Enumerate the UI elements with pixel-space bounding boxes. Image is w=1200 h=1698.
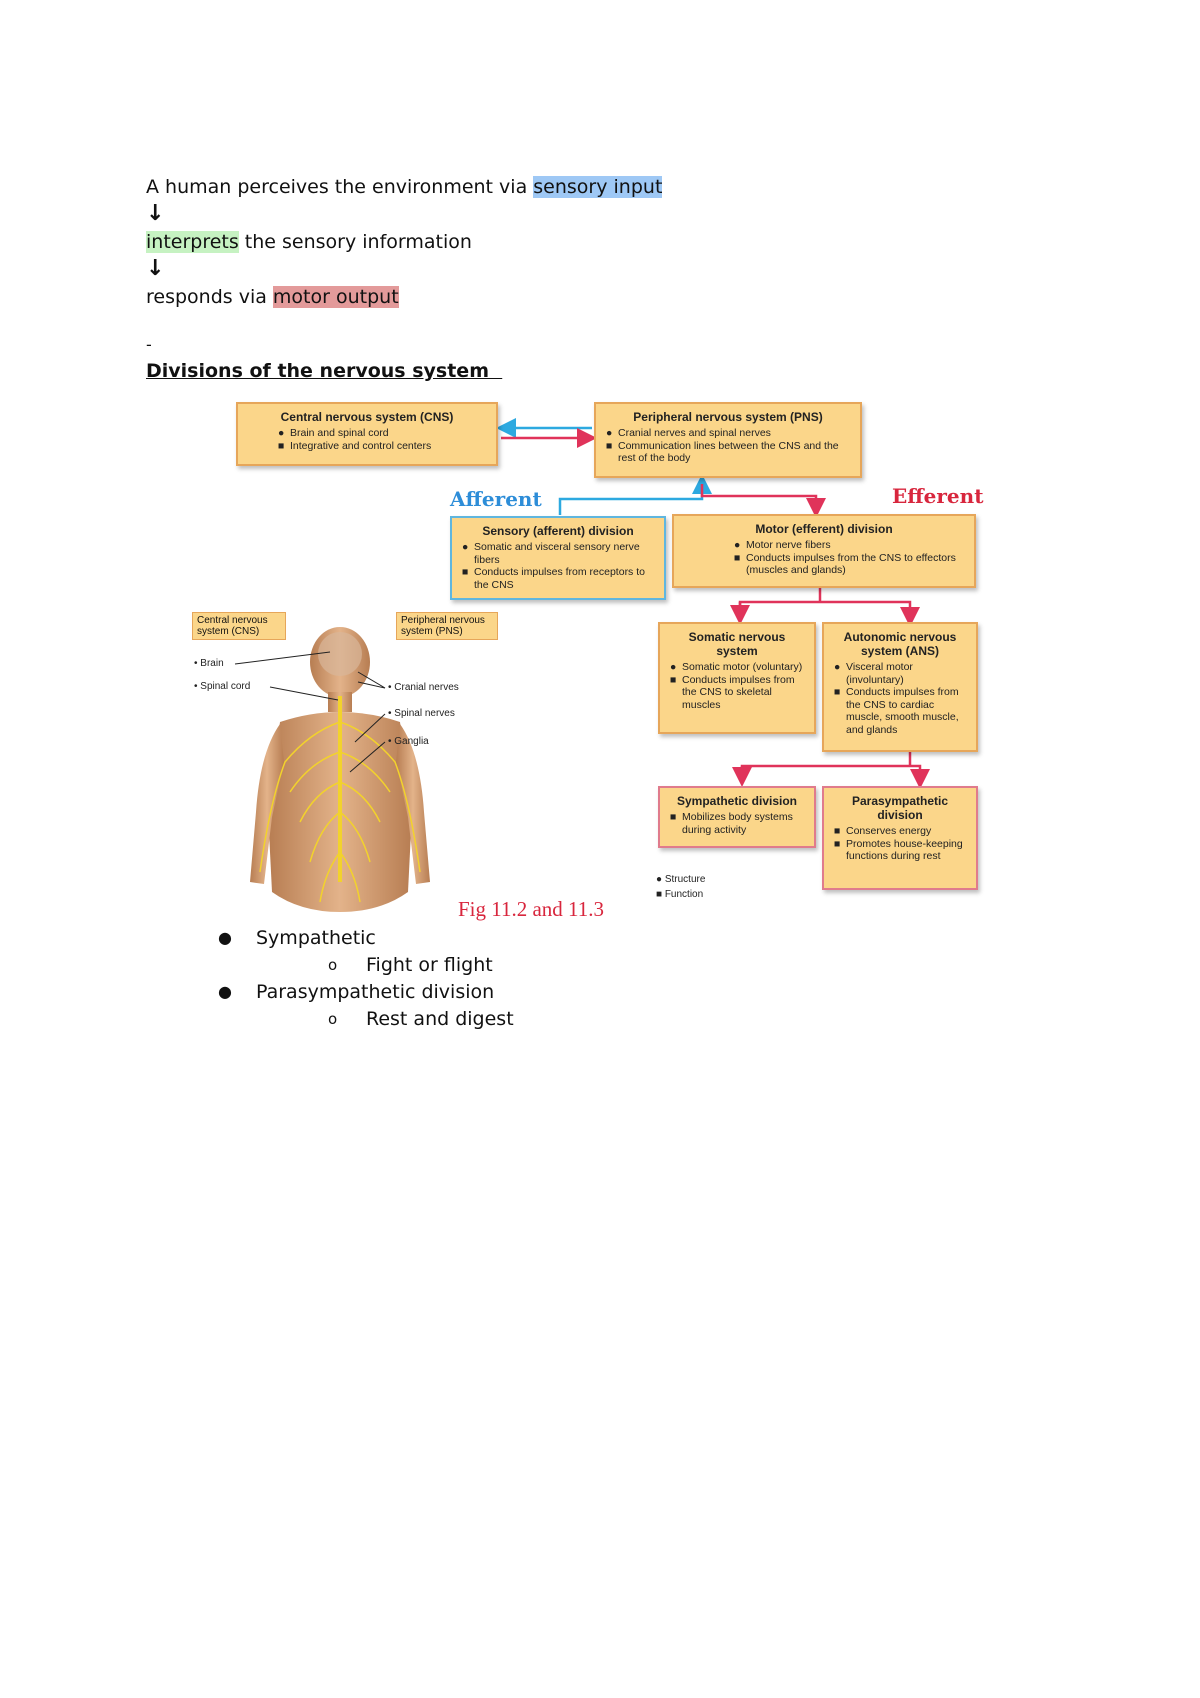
flow-line-3: responds via motor output [146,284,399,310]
list-subitem-text: Rest and digest [366,1008,514,1030]
parasympathetic-title: Parasympathetic division [851,794,949,822]
flow-line-1: A human perceives the environment via se… [146,174,663,200]
autonomic-system-box: Autonomic nervous system (ANS) ● Visceral… [822,622,978,752]
section-heading: Divisions of the nervous system [146,360,503,382]
somatic-item: Somatic motor (voluntary) [682,661,803,673]
pns-item: Cranial nerves and spinal nerves [618,427,771,439]
sympathetic-division-box: Sympathetic division ■ Mobilizes body sys… [658,786,816,848]
autonomic-item: Visceral motor (involuntary) [846,661,913,686]
circle-bullet-icon: ● [834,661,841,673]
pns-item: Communication lines between the CNS and … [618,439,839,465]
highlight-sensory-input: sensory input [533,176,663,198]
sympathetic-item: Mobilizes body systems during activity [682,811,793,836]
cns-item: Integrative and control centers [290,439,432,452]
somatic-system-box: Somatic nervous system ● Somatic motor (v… [658,622,816,734]
square-bullet-icon: ■ [834,837,841,850]
circle-bullet-icon: ● [462,541,469,553]
circle-bullet-icon: o [328,1010,338,1028]
dash-line: - [146,335,152,354]
pns-box: Peripheral nervous system (PNS) ● Cranial… [594,402,862,478]
label-ganglia: • Ganglia [388,736,429,747]
parasympathetic-item: Conserves energy [846,825,932,837]
somatic-item: Conducts impulses from the CNS to skelet… [682,673,795,711]
sympathetic-title: Sympathetic division [676,794,798,808]
list-item-text: Sympathetic [256,927,376,949]
sensory-division-box: Sensory (afferent) division ● Somatic and… [450,516,666,600]
somatic-title: Somatic nervous system [688,630,786,658]
afferent-label: Afferent [450,487,542,511]
sensory-item: Somatic and visceral sensory nerve fiber… [474,541,640,566]
flow-line-3-prefix: responds via [146,286,273,308]
motor-item: Conducts impulses from the CNS to effect… [746,551,956,577]
human-figure-icon [234,627,430,912]
list-subitem-text: Fight or flight [366,954,493,976]
square-bullet-icon: ■ [278,439,285,452]
flow-line-2-suffix: the sensory information [238,231,472,253]
autonomic-item: Conducts impulses from the CNS to cardia… [846,686,959,736]
square-bullet-icon: ■ [834,825,841,837]
nervous-system-figure: Central nervous system (CNS) ● Brain and … [180,392,984,922]
circle-bullet-icon: ● [734,539,741,551]
cns-item: Brain and spinal cord [290,427,389,439]
motor-division-box: Motor (efferent) division ● Motor nerve f… [672,514,976,588]
label-spinal-nerves: • Spinal nerves [388,708,455,719]
efferent-label: Efferent [892,484,984,508]
square-bullet-icon: ■ [670,811,677,823]
body-pns-label-box: Peripheral nervous system (PNS) [396,612,498,640]
parasympathetic-item: Promotes house-keeping functions during … [846,837,963,863]
label-cranial-nerves: • Cranial nerves [388,682,459,693]
sensory-item: Conducts impulses from receptors to the … [474,566,645,591]
autonomic-title: Autonomic nervous system (ANS) [843,630,957,658]
label-brain: • Brain [194,658,224,669]
square-bullet-icon: ■ [462,566,469,578]
legend-function: ■ Function [656,889,704,900]
circle-bullet-icon: o [328,956,338,974]
highlight-interprets: interprets [146,231,239,253]
square-bullet-icon: ■ [606,439,613,452]
connector-arrows [496,418,930,789]
square-bullet-icon: ■ [834,686,841,698]
list-item-text: Parasympathetic division [256,981,495,1003]
cns-box: Central nervous system (CNS) ● Brain and … [236,402,498,466]
bullet-dot-icon: ● [218,982,232,1001]
bullet-dot-icon: ● [218,928,232,947]
body-illustration: Central nervous system (CNS) Peripheral … [180,612,510,912]
cns-title: Central nervous system (CNS) [280,410,454,424]
legend: ● Structure ■ Function [656,872,705,902]
body-cns-label-box: Central nervous system (CNS) [192,612,286,640]
legend-structure: ● Structure [656,874,706,885]
sensory-title: Sensory (afferent) division [482,524,634,538]
down-arrow-icon: ↓ [146,256,165,281]
square-bullet-icon: ■ [734,551,741,564]
flow-line-1-prefix: A human perceives the environment via [146,176,534,198]
motor-title: Motor (efferent) division [755,522,893,536]
highlight-motor-output: motor output [272,286,399,308]
square-bullet-icon: ■ [670,673,677,686]
circle-bullet-icon: ● [606,427,613,439]
figure-caption: Fig 11.2 and 11.3 [458,897,605,921]
parasympathetic-division-box: Parasympathetic division ■ Conserves ener… [822,786,978,890]
label-spinal-cord: • Spinal cord [194,681,251,692]
motor-item: Motor nerve fibers [746,539,831,551]
down-arrow-icon: ↓ [146,201,165,226]
circle-bullet-icon: ● [278,427,285,439]
pns-title: Peripheral nervous system (PNS) [633,410,823,424]
circle-bullet-icon: ● [670,661,677,673]
flow-line-2: interprets the sensory information [146,229,472,255]
